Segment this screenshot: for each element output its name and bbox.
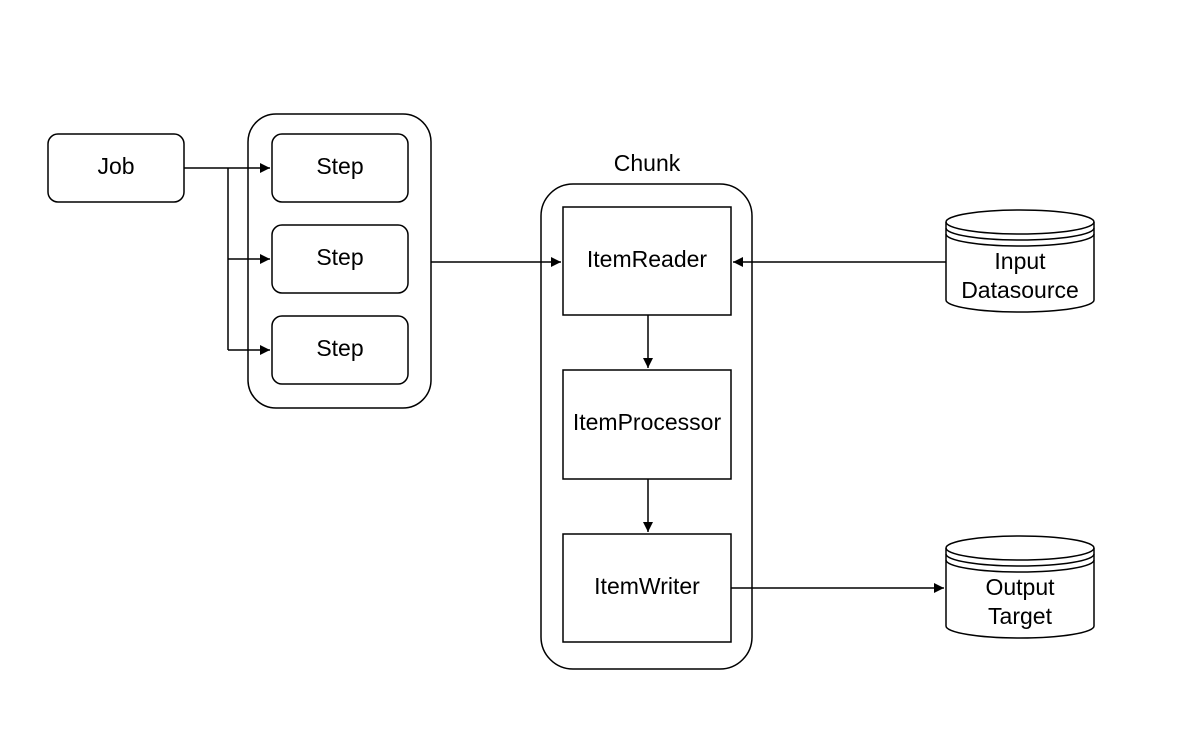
output-target-label-line1: Output — [985, 574, 1055, 600]
step-node[interactable]: Step — [271, 224, 409, 294]
job-label: Job — [97, 153, 134, 179]
step-label: Step — [316, 244, 363, 270]
item-writer-node[interactable]: ItemWriter — [562, 533, 732, 643]
chunk-title: Chunk — [614, 150, 681, 176]
job-to-steps-connectors — [184, 163, 270, 355]
item-writer-label: ItemWriter — [594, 573, 700, 599]
step-node[interactable]: Step — [271, 315, 409, 385]
step-label: Step — [316, 335, 363, 361]
item-reader-node[interactable]: ItemReader — [562, 206, 732, 316]
input-datasource-cylinder[interactable]: Input Datasource — [945, 209, 1095, 313]
item-processor-label: ItemProcessor — [573, 409, 722, 435]
item-processor-node[interactable]: ItemProcessor — [562, 369, 732, 480]
step-label: Step — [316, 153, 363, 179]
job-node[interactable]: Job — [47, 133, 185, 203]
output-target-cylinder[interactable]: Output Target — [945, 535, 1095, 639]
input-datasource-label-line2: Datasource — [961, 277, 1079, 303]
step-node[interactable]: Step — [271, 133, 409, 203]
input-datasource-label-line1: Input — [994, 248, 1046, 274]
output-target-label-line2: Target — [988, 603, 1053, 629]
item-reader-label: ItemReader — [587, 246, 708, 272]
